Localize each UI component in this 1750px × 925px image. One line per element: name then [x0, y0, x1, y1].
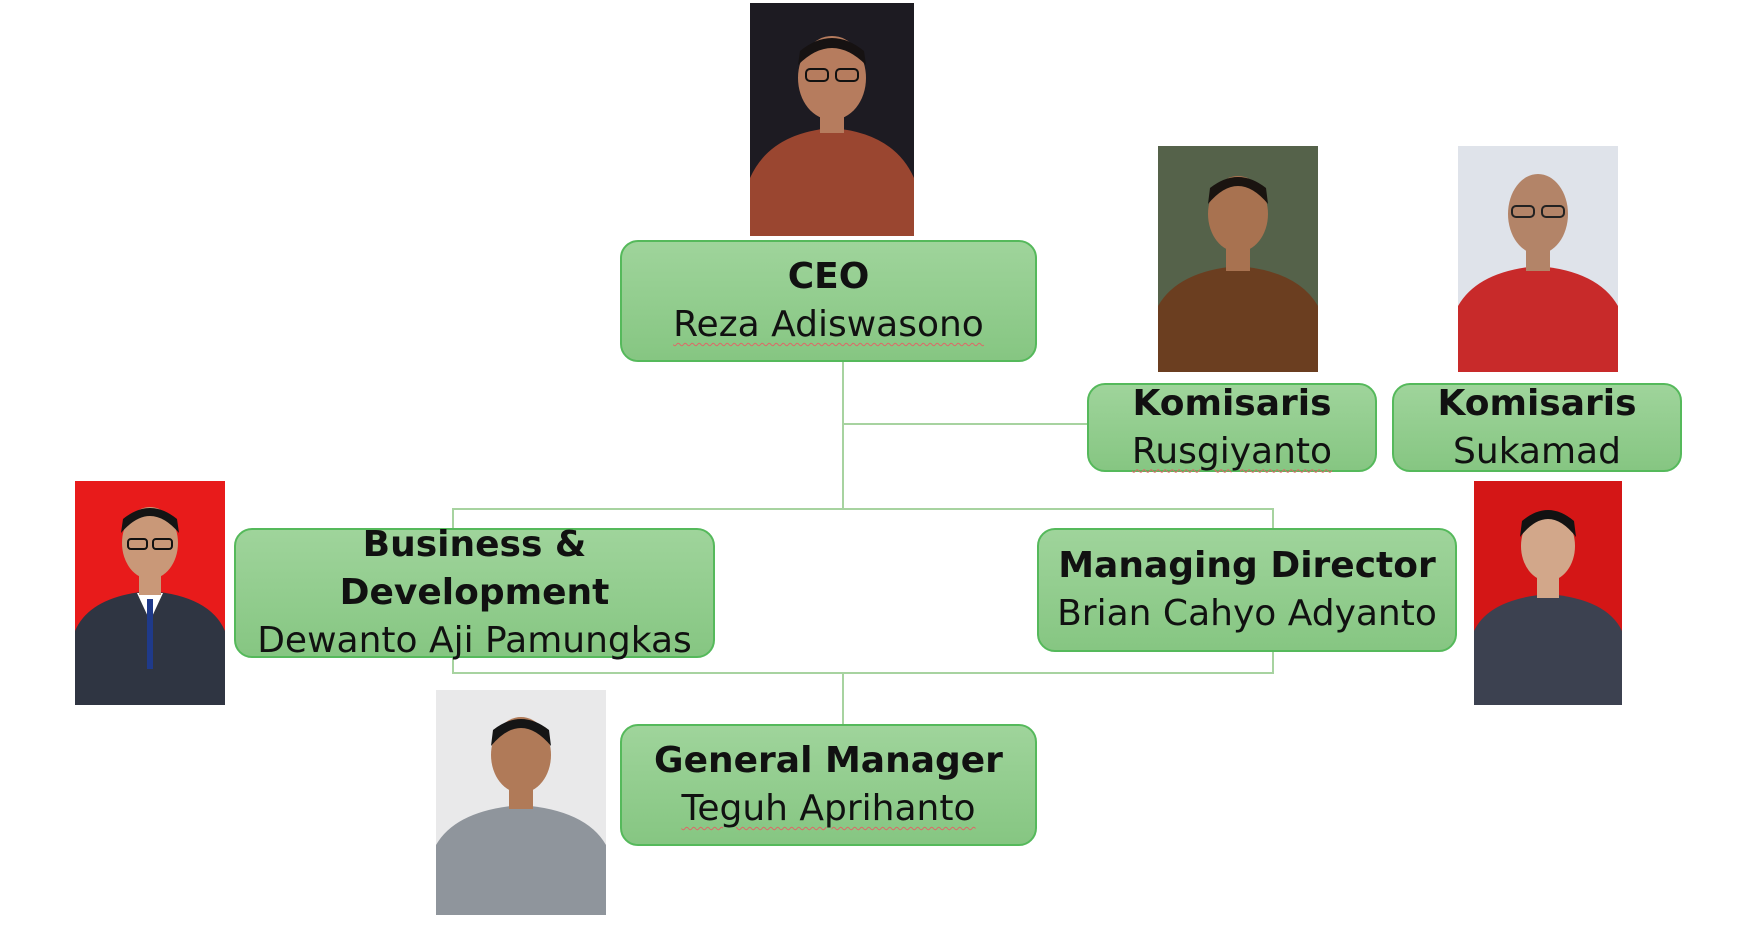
komisaris-2-name: Sukamad	[1453, 430, 1621, 472]
general-manager-photo	[436, 690, 606, 915]
komisaris-1-name: Rusgiyanto	[1132, 428, 1332, 476]
ceo-name-text: Reza Adiswasono	[673, 304, 984, 345]
managing-director-photo	[1474, 481, 1622, 705]
komisaris-1-photo	[1158, 146, 1318, 372]
general-manager-role: General Manager	[654, 740, 1003, 781]
komisaris-1-role: Komisaris	[1132, 382, 1332, 424]
connector-gm-vertical	[842, 672, 844, 724]
komisaris-1-name-text: Rusgiyanto	[1131, 430, 1333, 472]
ceo-box: CEO Reza Adiswasono	[620, 240, 1037, 362]
business-development-photo	[75, 481, 225, 705]
komisaris-2-box: Komisaris Sukamad	[1392, 383, 1682, 472]
ceo-name: Reza Adiswasono	[673, 301, 984, 349]
managing-director-role: Managing Director	[1058, 545, 1436, 586]
connector-ceo-vertical	[842, 362, 844, 510]
komisaris-2-role: Komisaris	[1437, 382, 1637, 424]
business-development-role-line1: Business &	[362, 524, 587, 565]
business-development-box: Business & Development Dewanto Aji Pamun…	[234, 524, 715, 661]
ceo-photo	[750, 3, 914, 236]
general-manager-box: General Manager Teguh Aprihanto	[620, 724, 1037, 846]
connector-tier2-horizontal	[452, 508, 1274, 510]
komisaris-2-photo	[1458, 146, 1618, 372]
connector-tier3-horizontal	[452, 672, 1274, 674]
komisaris-1-box: Komisaris Rusgiyanto	[1087, 383, 1377, 472]
connector-komisaris	[842, 423, 1088, 425]
business-development-name: Dewanto Aji Pamungkas	[257, 620, 692, 661]
ceo-role: CEO	[787, 256, 870, 297]
general-manager-name: Teguh Aprihanto	[681, 785, 975, 833]
managing-director-box: Managing Director Brian Cahyo Adyanto	[1037, 528, 1457, 652]
business-development-role-line2: Development	[339, 572, 610, 613]
managing-director-name: Brian Cahyo Adyanto	[1057, 593, 1437, 634]
general-manager-name-text: Teguh Aprihanto	[681, 788, 976, 829]
